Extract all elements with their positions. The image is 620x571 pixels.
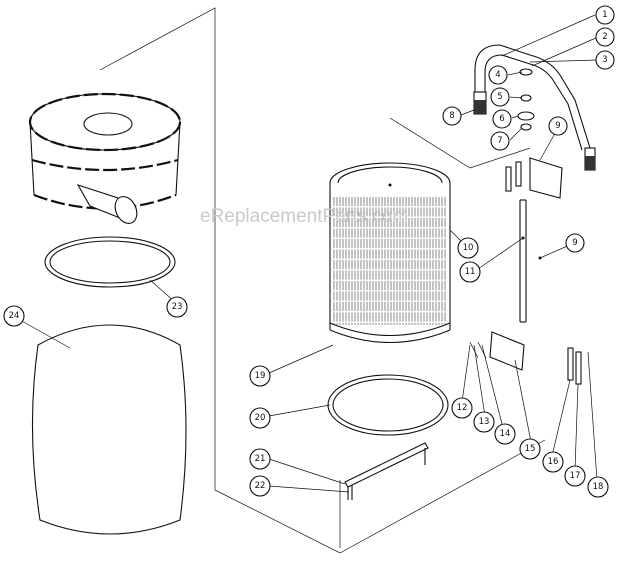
callout-20: 20 — [249, 407, 271, 429]
callout-16: 16 — [542, 451, 564, 473]
filter-pleats — [333, 197, 446, 325]
callout-6: 6 — [492, 109, 512, 129]
svg-text:16: 16 — [548, 457, 559, 467]
callout-19: 19 — [249, 365, 271, 387]
callout-10: 10 — [457, 237, 479, 259]
callout-8: 8 — [442, 106, 462, 126]
svg-text:7: 7 — [497, 136, 502, 146]
callout-14: 14 — [494, 423, 516, 445]
svg-text:22: 22 — [255, 481, 266, 491]
cartridge-filter — [329, 162, 466, 344]
svg-text:18: 18 — [593, 482, 604, 492]
svg-text:14: 14 — [500, 429, 511, 439]
callout-11: 11 — [459, 261, 481, 283]
svg-text:1: 1 — [602, 10, 607, 20]
svg-text:24: 24 — [9, 311, 20, 321]
svg-text:15: 15 — [525, 444, 536, 454]
svg-text:13: 13 — [479, 417, 490, 427]
callout-4: 4 — [488, 65, 508, 85]
side-rails — [469, 157, 582, 385]
watermark: eReplacementParts.com — [200, 206, 408, 227]
callout-23: 23 — [166, 296, 188, 318]
svg-text:8: 8 — [449, 111, 454, 121]
handle-frame — [473, 44, 596, 171]
svg-text:23: 23 — [172, 302, 183, 312]
callout-12: 12 — [451, 397, 473, 419]
svg-text:17: 17 — [570, 471, 581, 481]
svg-text:9: 9 — [555, 121, 560, 131]
callout-15: 15 — [519, 438, 541, 460]
callout-5: 5 — [490, 87, 510, 107]
svg-text:11: 11 — [465, 267, 476, 277]
svg-text:21: 21 — [255, 454, 266, 464]
callout-3: 3 — [595, 50, 615, 70]
svg-text:19: 19 — [255, 371, 266, 381]
callout-9-top: 9 — [548, 116, 568, 136]
callout-17: 17 — [564, 465, 586, 487]
callout-1: 1 — [595, 5, 615, 25]
callout-22: 22 — [249, 475, 271, 497]
callouts: 1 2 3 4 5 6 7 8 9 9 10 11 12 13 14 15 16… — [3, 5, 615, 498]
callout-9-mid: 9 — [565, 233, 585, 253]
svg-text:20: 20 — [255, 413, 266, 423]
svg-text:3: 3 — [602, 55, 607, 65]
leader-lines — [268, 14, 599, 493]
filter-housing — [28, 92, 182, 224]
svg-text:4: 4 — [495, 70, 500, 80]
svg-text:6: 6 — [499, 114, 504, 124]
svg-text:5: 5 — [497, 92, 502, 102]
support-bracket — [344, 442, 429, 500]
callout-21: 21 — [249, 448, 271, 470]
svg-text:9: 9 — [572, 238, 577, 248]
callout-24: 24 — [3, 305, 25, 327]
svg-text:10: 10 — [463, 243, 474, 253]
callout-2: 2 — [595, 27, 615, 47]
collection-bag — [19, 319, 187, 535]
assembly-frame-lines — [99, 7, 546, 554]
svg-text:2: 2 — [602, 32, 607, 42]
callout-7: 7 — [490, 131, 510, 151]
svg-text:12: 12 — [457, 403, 468, 413]
callout-13: 13 — [473, 411, 495, 433]
base-ring — [327, 374, 449, 436]
callout-18: 18 — [587, 476, 609, 498]
clamp-ring — [44, 236, 176, 303]
